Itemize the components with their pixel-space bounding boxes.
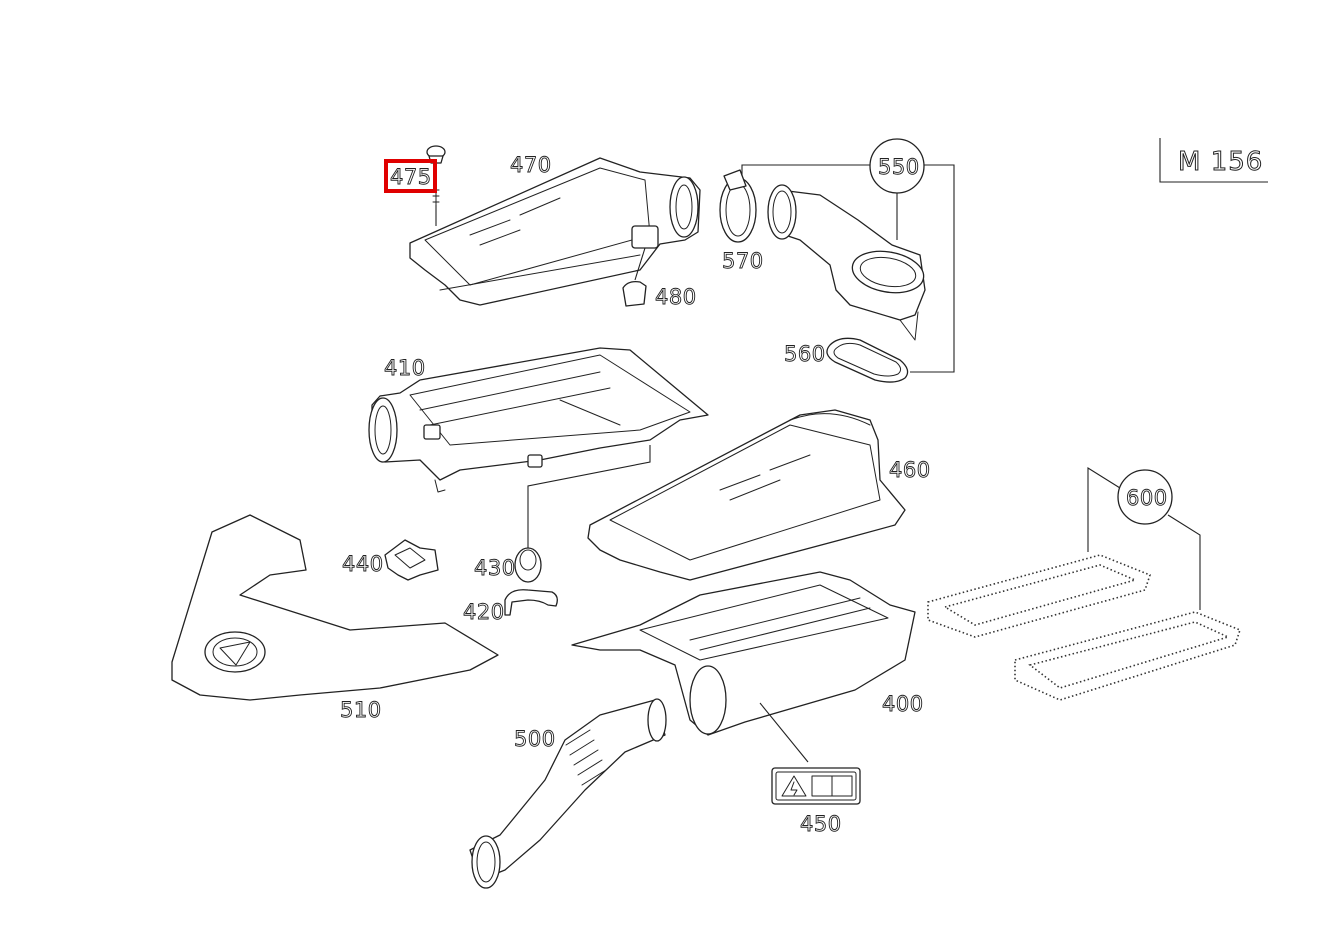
part-500-hose[interactable] — [469, 698, 667, 889]
label-570: 570 — [722, 249, 764, 273]
label-420: 420 — [463, 600, 505, 624]
callout-circle-550 — [869, 138, 925, 194]
label-440: 440 — [342, 552, 384, 576]
group-600-bracket — [1087, 467, 1201, 610]
highlight-box-475 — [384, 159, 437, 193]
part-480-cap[interactable] — [622, 247, 647, 307]
part-600-filter-elements[interactable] — [927, 554, 1241, 701]
label-480: 480 — [655, 285, 697, 309]
label-500: 500 — [514, 727, 556, 751]
part-550-intake-duct[interactable] — [767, 184, 927, 341]
group-550-bracket — [741, 164, 955, 373]
part-510-engine-cover[interactable] — [171, 514, 499, 701]
label-400: 400 — [882, 692, 924, 716]
label-475: 475 — [390, 165, 432, 189]
label-510: 510 — [340, 698, 382, 722]
label-560: 560 — [784, 342, 826, 366]
part-410-filter-housing[interactable] — [368, 347, 709, 493]
part-570-hose-clamp[interactable] — [719, 169, 757, 243]
part-420-clamp[interactable] — [504, 589, 558, 616]
label-550: 550 — [878, 155, 920, 179]
label-460: 460 — [889, 458, 931, 482]
part-470-filter-cover[interactable] — [409, 157, 701, 306]
part-460-filter-cover[interactable] — [587, 409, 906, 581]
callout-circle-600 — [1117, 469, 1173, 525]
label-600: 600 — [1126, 486, 1168, 510]
label-430: 430 — [474, 556, 516, 580]
label-470: 470 — [510, 153, 552, 177]
part-560-gasket[interactable] — [826, 337, 909, 383]
part-440-clip[interactable] — [384, 539, 439, 581]
engine-code: M 156 — [1178, 147, 1263, 177]
engine-code-box: M 156 — [1159, 138, 1268, 183]
label-410: 410 — [384, 356, 426, 380]
label-450: 450 — [800, 812, 842, 836]
part-430-grommet[interactable] — [514, 445, 651, 583]
part-400-lower-housing[interactable] — [571, 571, 916, 763]
part-450-warning-label[interactable] — [771, 767, 861, 805]
